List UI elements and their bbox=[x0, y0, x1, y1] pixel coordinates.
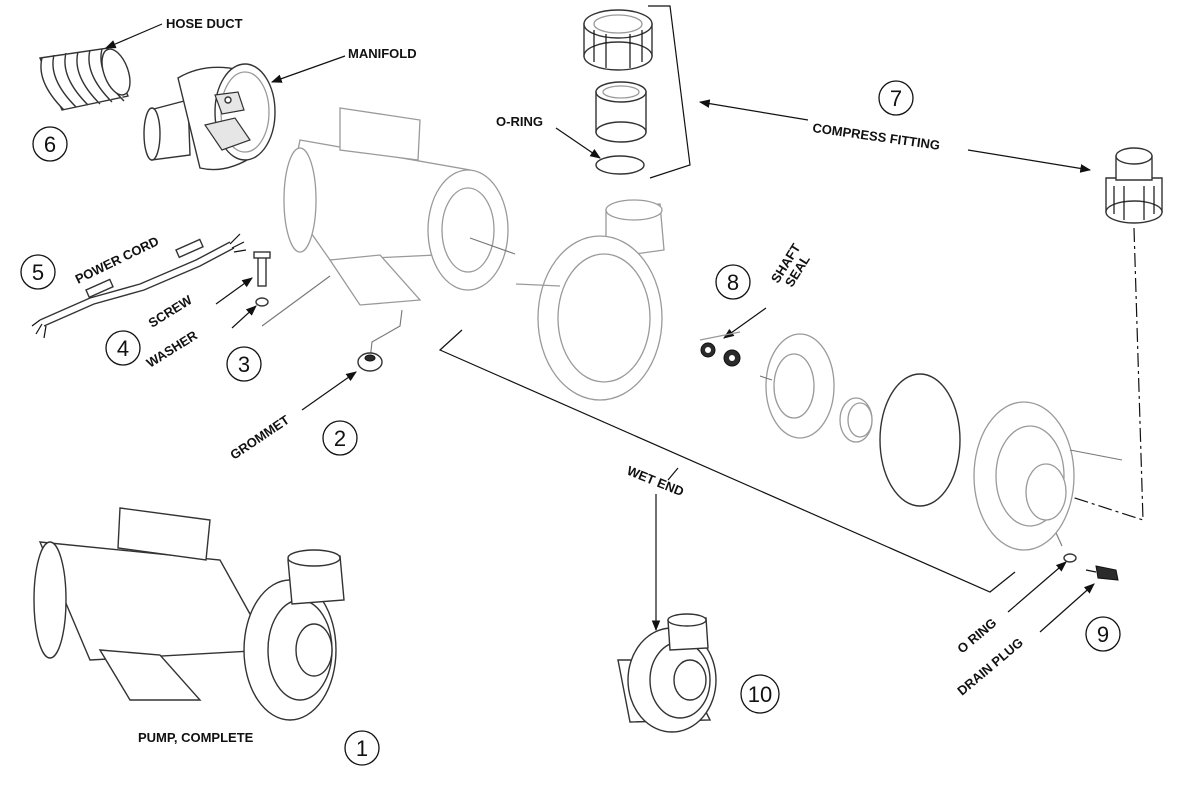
screw-label: SCREW bbox=[146, 292, 196, 331]
callout-9-number: 9 bbox=[1097, 622, 1109, 647]
callout-1-number: 1 bbox=[356, 736, 368, 761]
shaft-seal-part bbox=[699, 331, 741, 367]
gasket-o-ring-part bbox=[879, 373, 961, 507]
front-cover-part bbox=[973, 401, 1123, 551]
callout-4-number: 4 bbox=[117, 336, 129, 361]
callout-6: 6 bbox=[32, 126, 68, 162]
power-cord-part bbox=[31, 233, 247, 339]
callout-10-number: 10 bbox=[748, 682, 772, 707]
callout-2: 2 bbox=[322, 420, 358, 456]
callout-8: 8 bbox=[715, 264, 751, 300]
hose-duct-label: HOSE DUCT bbox=[166, 16, 243, 31]
callout-3-number: 3 bbox=[238, 352, 250, 377]
callout-2-number: 2 bbox=[334, 426, 346, 451]
manifold-label: MANIFOLD bbox=[348, 46, 417, 61]
o-ring-top-label: O-RING bbox=[496, 114, 543, 129]
compress-o-ring-part bbox=[595, 155, 645, 175]
callout-5: 5 bbox=[20, 254, 56, 290]
callout-5-number: 5 bbox=[32, 260, 44, 285]
callout-8-number: 8 bbox=[727, 270, 739, 295]
compress-sleeve-part bbox=[595, 81, 647, 143]
pump-volute-part bbox=[515, 199, 665, 401]
manifold-part bbox=[143, 63, 276, 171]
diffuser-ring-part bbox=[839, 397, 873, 443]
callout-9: 9 bbox=[1085, 616, 1121, 652]
wet-end-part bbox=[617, 613, 717, 733]
wet-end-label: WET END bbox=[625, 463, 686, 499]
pump-complete-label: PUMP, COMPLETE bbox=[138, 730, 254, 745]
drain-plug-part bbox=[1063, 553, 1119, 581]
pump-complete-part bbox=[33, 507, 345, 721]
washer-part bbox=[255, 297, 269, 307]
screw-part bbox=[253, 251, 271, 287]
callout-1: 1 bbox=[344, 730, 380, 766]
callout-10: 10 bbox=[740, 674, 780, 714]
o-ring-bottom-label: O RING bbox=[954, 615, 999, 656]
compress-fitting-right-part bbox=[1105, 147, 1163, 224]
washer-label: WASHER bbox=[144, 327, 201, 370]
callout-7: 7 bbox=[878, 80, 914, 116]
impeller-part bbox=[759, 333, 835, 439]
compress-fitting-label: COMPRESS FITTING bbox=[812, 120, 941, 153]
hose-duct-part bbox=[39, 47, 131, 111]
callout-7-number: 7 bbox=[890, 86, 902, 111]
callout-3: 3 bbox=[226, 346, 262, 382]
callout-6-number: 6 bbox=[44, 132, 56, 157]
motor-part bbox=[283, 107, 516, 306]
grommet-label: GROMMET bbox=[227, 412, 292, 462]
leader-lines bbox=[105, 5, 1144, 633]
grommet-part bbox=[357, 352, 383, 372]
compress-nut-part bbox=[583, 9, 653, 71]
callout-4: 4 bbox=[105, 330, 141, 366]
